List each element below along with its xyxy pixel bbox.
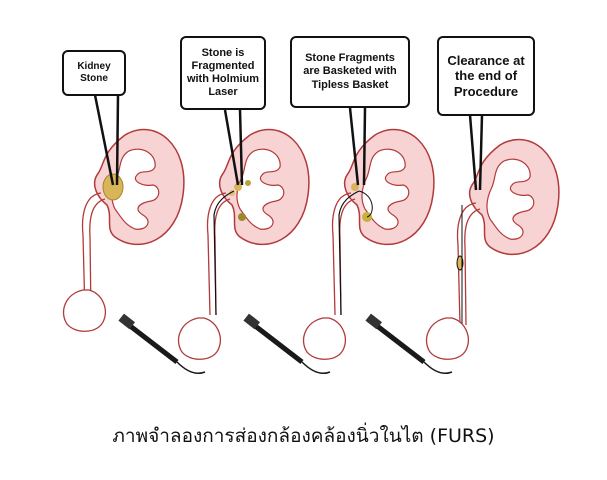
callout-pointer — [468, 114, 484, 191]
panel-3-basket — [331, 128, 435, 316]
kidney — [456, 138, 560, 326]
bladder — [425, 317, 469, 360]
panel-4-clearance — [456, 138, 560, 326]
kidney — [81, 128, 185, 316]
figure-caption: ภาพจำลองการส่องกล้องคล้องนิ่วในไต (FURS) — [112, 425, 495, 447]
callout-basket: Stone Fragments are Basketed with Tiples… — [290, 36, 410, 108]
callout-text: Stone Fragments are Basketed with Tiples… — [303, 52, 397, 91]
kidney — [206, 128, 310, 316]
kidney-stone — [102, 173, 124, 201]
callout-text: Stone is Fragmented with Holmium Laser — [186, 46, 260, 99]
callout-pointer — [348, 107, 367, 186]
panel-1-kidney-stone — [81, 128, 185, 316]
bladder — [302, 317, 346, 360]
callout-laser: Stone is Fragmented with Holmium Laser — [180, 36, 266, 110]
callout-pointer — [223, 109, 244, 186]
callout-text: Clearance at the end of Procedure — [447, 52, 525, 99]
bladder — [177, 317, 221, 360]
bladder — [62, 289, 106, 332]
panel-2-laser — [206, 128, 310, 316]
kidney — [331, 128, 435, 316]
callout-text: Kidney Stone — [77, 61, 111, 84]
callout-clearance: Clearance at the end of Procedure — [437, 36, 535, 116]
callout-pointer — [93, 94, 120, 186]
callout-kidney-stone: Kidney Stone — [62, 50, 126, 96]
